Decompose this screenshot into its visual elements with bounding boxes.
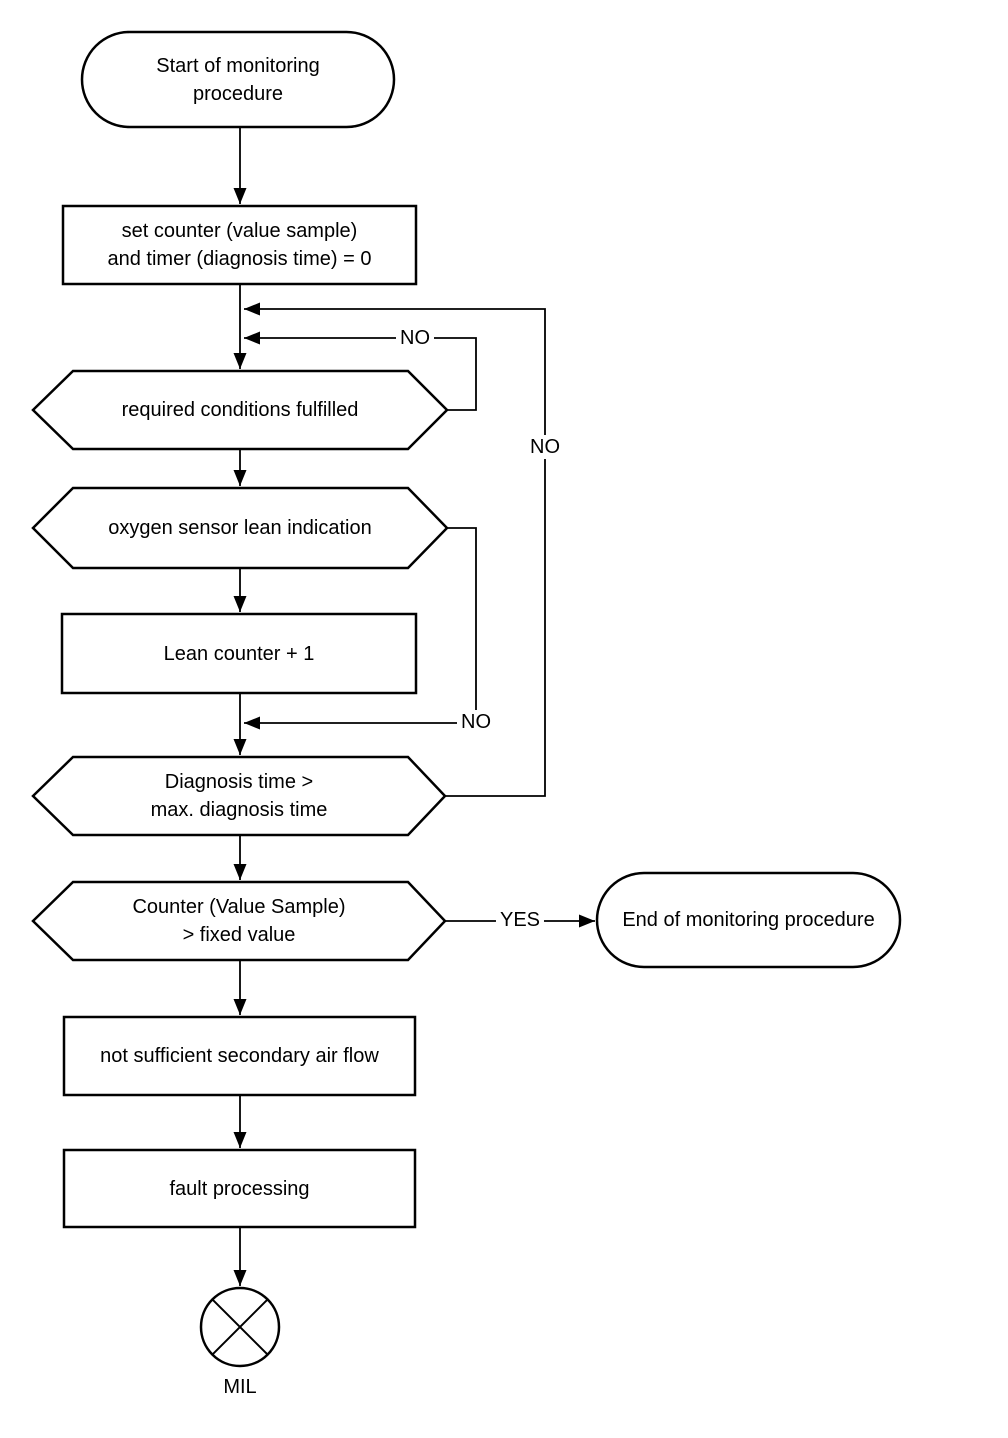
start-terminator-shape: [80, 30, 396, 129]
fault-processing-process-shape: [62, 1148, 417, 1229]
edge-oxygen-no-loop: [244, 527, 477, 730]
node-shapes: [31, 30, 902, 1368]
diagnosis-time-decision-shape: [31, 755, 447, 837]
oxygen-sensor-decision-shape: [31, 486, 449, 570]
required-conditions-decision-shape: [31, 369, 449, 451]
lean-counter-process-shape: [60, 612, 418, 695]
counter-check-decision-shape: [31, 880, 447, 962]
edge-conditions-no-loop: [244, 331, 477, 411]
mil-lamp-cross-line-2: [211, 1298, 269, 1356]
insufficient-air-process-shape: [62, 1015, 417, 1097]
connectors: [233, 127, 595, 1286]
end-terminator-shape: [595, 871, 902, 969]
edge-diagnosis-no-loop: [244, 302, 546, 797]
init-counters-process-shape: [61, 204, 418, 286]
